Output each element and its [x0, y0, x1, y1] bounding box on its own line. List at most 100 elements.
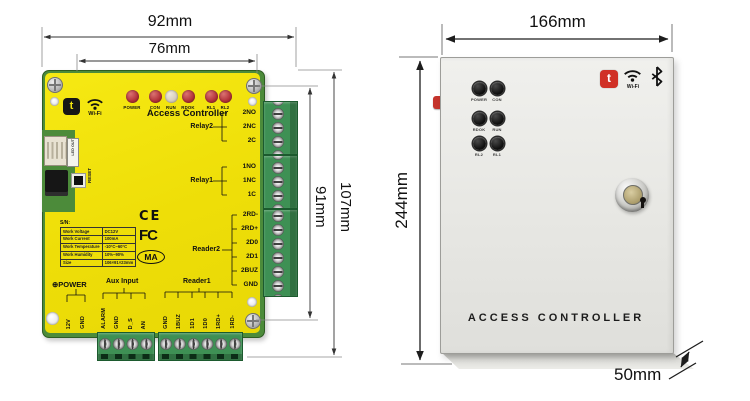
enc-led-rdok-bulb: [472, 112, 486, 125]
dim-width-inner: 76mm: [148, 40, 191, 57]
reader1-pin-label: GND: [163, 316, 169, 329]
screw-top-left: [47, 77, 63, 93]
enc-led-power: POWER: [468, 82, 490, 102]
keyhole: [639, 197, 646, 208]
reader2-pin-label: 2RD-: [242, 211, 258, 218]
terminal-block-relay2: [263, 101, 298, 155]
relay2-pin-label: 2C: [247, 137, 256, 144]
board-title: Access Controller: [146, 108, 229, 119]
spec-value: 100mA: [101, 234, 137, 244]
reader2-pin-label: 2D0: [246, 239, 258, 246]
led-rdok-label: RDOK: [181, 105, 195, 110]
reader1-pin-label: 1RD-: [229, 315, 236, 329]
reader1-group-label: Reader1: [183, 278, 211, 285]
enc-led-con-label: CON: [492, 97, 502, 102]
enc-led-rl1: RL1: [486, 137, 508, 157]
enc-led-power-bulb: [472, 82, 486, 95]
spec-key: Work Humidity: [60, 250, 103, 260]
terminal-block-aux: [97, 332, 155, 361]
enclosure-front-panel: [440, 57, 674, 354]
bluetooth-icon: [651, 66, 663, 87]
relay1-pin-label: 1NO: [242, 163, 256, 170]
led-out-connector: [44, 136, 67, 166]
wifi-icon: [624, 70, 641, 82]
key-lock: [615, 178, 649, 212]
brand-logo: t: [600, 70, 618, 88]
enclosure-base: [441, 352, 694, 369]
dim-enclosure-depth: 50mm: [614, 365, 662, 384]
relay1-pin-label: 1NC: [242, 177, 256, 184]
reader1-pin-label: 1RD+: [216, 313, 223, 329]
aux-pin-label: GND: [114, 316, 121, 329]
dim-height-inner: 91mm: [312, 186, 329, 228]
enc-led-rl2-label: RL2: [474, 152, 484, 157]
aux-group-label: Aux Input: [106, 278, 139, 285]
aux-pin-label: ALARM: [101, 308, 107, 329]
mount-hole-bottom-left: [46, 312, 59, 325]
led-con-label: CON: [149, 105, 161, 110]
enc-led-rdok: RDOK: [468, 112, 490, 132]
led-rdok: RDOK: [176, 90, 200, 110]
led-rl2: RL2: [213, 90, 237, 110]
table-row: Work Humidity 10%~90%: [60, 250, 137, 260]
relay1-pin-label: 1C: [247, 191, 256, 198]
reader2-label: Reader2: [192, 246, 220, 253]
wifi-label: Wi-Fi: [626, 84, 640, 90]
led-rl1-label: RL1: [206, 105, 216, 110]
reader2-pin-label: GND: [243, 281, 258, 288]
ce-mark: CE: [139, 209, 162, 224]
enc-led-run-label: RUN: [492, 127, 502, 132]
ma-mark: MA: [137, 250, 165, 264]
dim-enclosure-width: 166mm: [529, 12, 586, 31]
enc-led-con-bulb: [490, 82, 504, 95]
power-group-label: ⊕POWER: [52, 280, 87, 289]
table-row: Work Temperature -10°C~60°C: [60, 242, 137, 252]
led-rl1: RL1: [199, 90, 223, 110]
aux-pin-label: AN: [140, 320, 147, 329]
reader2-pins: 2RD- 2RD+ 2D0 2D1 2BUZ GND: [228, 211, 258, 289]
terminal-block-relay1: [263, 155, 298, 209]
relay1-pins: 1NO 1NC 1C: [226, 163, 256, 199]
reader2-pin-label: 2D1: [246, 253, 258, 260]
enc-led-run-bulb: [490, 112, 504, 125]
led-power: POWER: [120, 90, 144, 110]
relay2-label: Relay2: [190, 123, 213, 130]
led-con: CON: [143, 90, 167, 110]
spec-value: 106×91×23mm: [101, 258, 137, 268]
tamper-button: [433, 96, 443, 109]
spec-value: -10°C~60°C: [101, 242, 137, 252]
spec-value: DC12V: [101, 227, 137, 236]
led-con-bulb: [148, 90, 162, 103]
reset-button: [74, 176, 83, 185]
screw-bottom-right: [245, 313, 261, 329]
led-run-label: RUN: [166, 105, 176, 110]
reader1-pin-label: 1D1: [189, 318, 196, 329]
led-rdok-bulb: [181, 90, 195, 103]
enc-led-power-label: POWER: [470, 97, 488, 102]
enc-led-rl2-bulb: [472, 137, 486, 150]
spec-table: Work Voltage DC12V Work Current 100mA Wo…: [60, 227, 137, 268]
reader2-pin-label: 2BUZ: [241, 267, 258, 274]
relay1-label: Relay1: [190, 177, 213, 184]
table-row: Work Current 100mA: [60, 234, 137, 244]
enc-led-rl1-bulb: [490, 137, 504, 150]
enc-led-rl2: RL2: [468, 137, 490, 157]
dim-enclosure-height: 244mm: [392, 172, 411, 229]
enc-led-rdok-label: RDOK: [472, 127, 486, 132]
dim-width-outer: 92mm: [147, 13, 193, 30]
mount-hole-top-right: [248, 97, 257, 106]
spec-key: Work Temperature: [60, 242, 103, 252]
led-rl1-bulb: [204, 90, 218, 103]
reset-label: RESET: [87, 168, 92, 184]
power-pin-label: GND: [79, 316, 86, 329]
reader2-pin-label: 2RD+: [241, 225, 258, 232]
wifi-icon: [87, 99, 103, 110]
relay2-pin-label: 2NO: [242, 109, 256, 116]
led-out-label: LED OUT: [71, 139, 75, 156]
fcc-mark: FC: [139, 227, 158, 244]
spec-key: Work Current: [60, 234, 103, 244]
